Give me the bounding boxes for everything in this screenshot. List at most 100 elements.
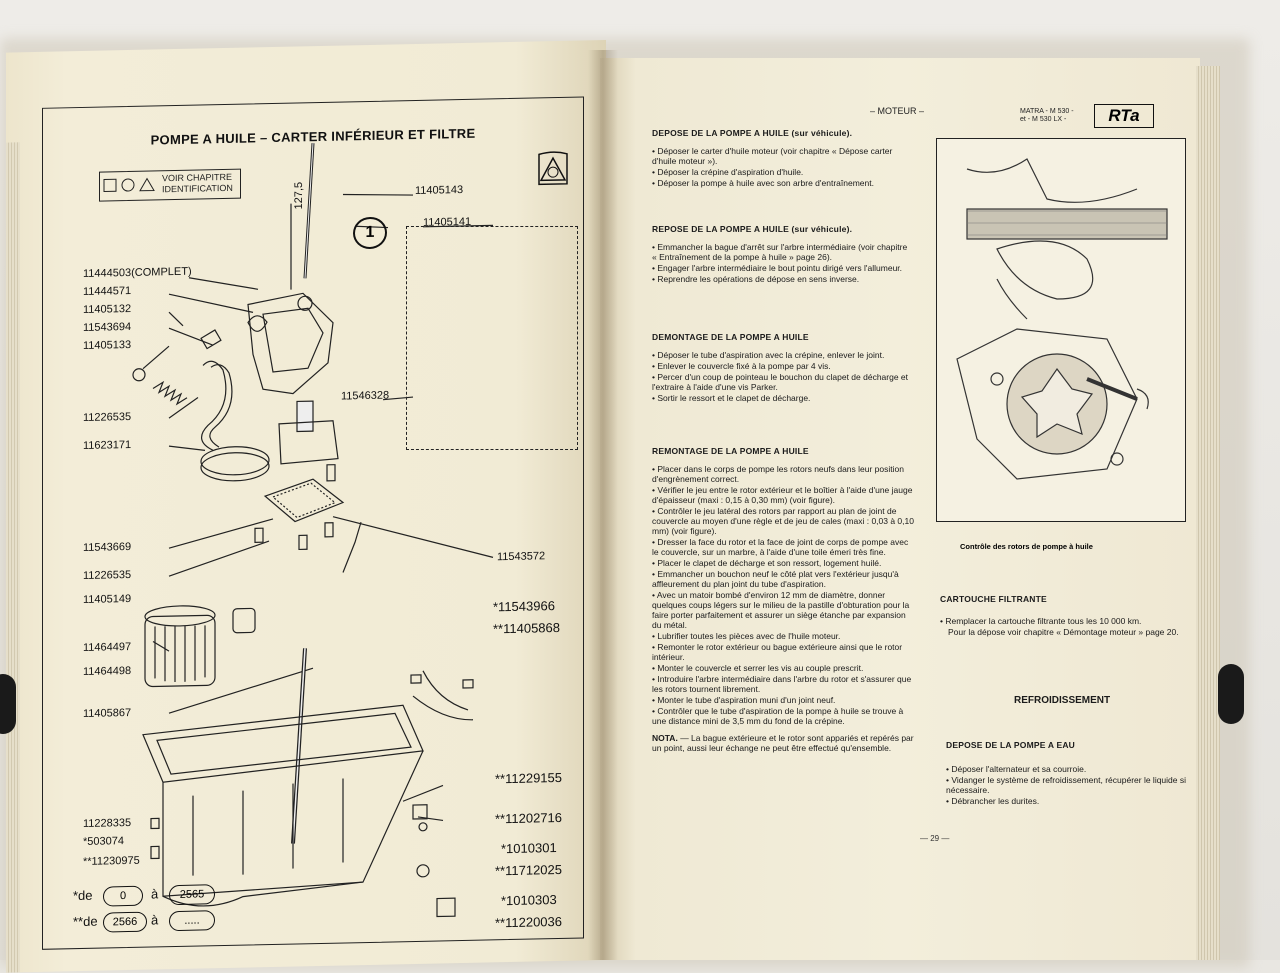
bullet-item: • Remonter le rotor extérieur ou bague e…: [652, 642, 903, 662]
section-remontage-pompe: REMONTAGE DE LA POMPE A HUILE • Placer d…: [652, 446, 914, 753]
serial-prefix-1: *de: [73, 887, 93, 904]
bullet-item: • Avec un matoir bombé d'environ 12 mm d…: [652, 590, 910, 630]
bullet-item: • Reprendre les opérations de dépose en …: [652, 274, 860, 284]
part-label: **11405868: [493, 619, 560, 637]
bullet-item: • Déposer la crépine d'aspiration d'huil…: [652, 167, 804, 177]
bullet-item: • Dresser la face du rotor et la face de…: [652, 537, 909, 557]
part-label: **11712025: [495, 861, 562, 879]
section-title: DEMONTAGE DE LA POMPE A HUILE: [652, 332, 809, 342]
bullet-item: • Déposer le carter d'huile moteur (voir…: [652, 146, 893, 166]
part-label: **11230975: [83, 854, 140, 868]
serial-to-word-1: à: [151, 886, 159, 902]
refroidissement-title: REFROIDISSEMENT: [1014, 695, 1111, 706]
bullet-item: • Déposer la pompe à huile avec son arbr…: [652, 178, 874, 188]
identification-symbols-icon: [103, 177, 155, 193]
part-label: 11405143: [415, 183, 464, 198]
serial-from-2: 2566: [103, 911, 147, 933]
nota-paragraph: NOTA. — La bague extérieure et le rotor …: [652, 733, 914, 753]
page-number: — 29 —: [920, 834, 950, 843]
bullet-item: • Monter le couvercle et serrer les vis …: [652, 663, 864, 673]
section-title: REPOSE DE LA POMPE A HUILE (sur véhicule…: [652, 224, 853, 234]
paragraph: Pour la dépose voir chapitre « Démontage…: [948, 627, 1179, 637]
section-depose-pompe: DEPOSE DE LA POMPE A HUILE (sur véhicule…: [652, 128, 910, 189]
bullet-item: • Emmancher un bouchon neuf le côté plat…: [652, 569, 899, 589]
bullet-item: • Déposer le tube d'aspiration avec la c…: [652, 350, 885, 360]
model-line-2: et - M 530 LX -: [1020, 116, 1067, 123]
part-label: 11543694: [83, 320, 132, 334]
photo-caption: Contrôle des rotors de pompe à huile: [960, 542, 1093, 551]
serial-to-1: 2565: [169, 884, 215, 906]
right-page-edge: [1196, 66, 1220, 960]
bullet-item: • Contrôler le jeu latéral des rotors pa…: [652, 506, 914, 536]
bullet-item: • Lubrifier toutes les pièces avec de l'…: [652, 631, 841, 641]
part-label: **11229155: [495, 769, 562, 787]
part-label: 11543572: [497, 550, 546, 564]
bullet-item: • Engager l'arbre intermédiaire le bout …: [652, 263, 903, 273]
serial-to-word-2: à: [151, 912, 159, 928]
variant-parts-box: [406, 226, 578, 450]
part-label: 11405132: [83, 302, 132, 316]
serial-prefix-2: **de: [73, 913, 98, 930]
part-label: 11228335: [83, 816, 132, 830]
pump-rotor-illustration: [956, 158, 1168, 480]
part-label: **11220036: [495, 913, 562, 931]
left-page: POMPE A HUILE – CARTER INFÉRIEUR ET FILT…: [6, 40, 606, 973]
part-label: 11226535: [83, 568, 132, 582]
book-gutter: [588, 50, 618, 960]
chapter-header: – MOTEUR –: [870, 106, 925, 116]
bullet-item: • Enlever le couvercle fixé à la pompe p…: [652, 361, 831, 371]
serial-from-1: 0: [103, 885, 143, 907]
bullet-item: • Vérifier le jeu entre le rotor extérie…: [652, 485, 913, 505]
triangle-logo-icon: [538, 151, 568, 186]
serial-to-2: .....: [169, 910, 215, 932]
part-label: *503074: [83, 835, 124, 848]
part-label: 11444503(COMPLET): [83, 265, 192, 280]
bullet-item: • Monter le tube d'aspiration muni d'un …: [652, 695, 836, 705]
section-title: DEPOSE DE LA POMPE A EAU: [946, 740, 1076, 750]
part-label: 11405133: [83, 338, 132, 352]
model-line-1: MATRA - M 530 -: [1020, 108, 1074, 115]
bullet-item: • Débrancher les durites.: [946, 796, 1040, 806]
bullet-item: • Introduire l'arbre intermédiaire dans …: [652, 674, 912, 694]
section-pompe-eau: DEPOSE DE LA POMPE A EAU • Déposer l'alt…: [946, 740, 1196, 807]
left-page-edge: [6, 142, 20, 973]
part-label: *1010303: [501, 892, 557, 909]
rotor-check-photo: [936, 138, 1186, 522]
model-header: MATRA - M 530 - et - M 530 LX -: [1020, 108, 1074, 124]
part-label: 11444571: [83, 284, 132, 298]
part-label: 11623171: [83, 438, 132, 452]
part-label: 11543669: [83, 540, 132, 554]
part-label: 11405867: [83, 706, 132, 720]
part-label: **11202716: [495, 809, 562, 827]
section-title: REMONTAGE DE LA POMPE A HUILE: [652, 446, 809, 456]
rta-logo: RTa: [1094, 104, 1154, 128]
part-label: 11464497: [83, 640, 132, 654]
identification-box: VOIR CHAPITRE IDENTIFICATION: [99, 168, 241, 202]
section-title: DEPOSE DE LA POMPE A HUILE (sur véhicule…: [652, 128, 853, 138]
dimension-label: 127,5: [293, 181, 305, 210]
binding-hole-right: [1218, 664, 1244, 724]
section-demontage-pompe: DEMONTAGE DE LA POMPE A HUILE • Déposer …: [652, 332, 910, 404]
binding-hole-left: [0, 674, 16, 734]
part-label: 11226535: [83, 410, 132, 424]
bullet-item: • Emmancher la bague d'arrêt sur l'arbre…: [652, 242, 908, 262]
section-cartouche: CARTOUCHE FILTRANTE • Remplacer la carto…: [940, 594, 1190, 638]
part-label: 11546328: [341, 389, 390, 403]
bullet-item: • Placer le clapet de décharge et son re…: [652, 558, 882, 568]
part-label: 11405149: [83, 592, 132, 606]
part-label: 11464498: [83, 664, 132, 678]
bullet-item: • Remplacer la cartouche filtrante tous …: [940, 616, 1142, 626]
part-label: *1010301: [501, 840, 557, 857]
bullet-item: • Placer dans le corps de pompe les roto…: [652, 464, 904, 484]
bullet-item: • Déposer l'alternateur et sa courroie.: [946, 764, 1087, 774]
exploded-parts-drawing: [132, 143, 494, 918]
section-title: CARTOUCHE FILTRANTE: [940, 594, 1047, 604]
parts-diagram-frame: POMPE A HUILE – CARTER INFÉRIEUR ET FILT…: [42, 96, 584, 950]
bullet-item: • Contrôler que le tube d'aspiration de …: [652, 706, 904, 726]
part-label: *11543966: [493, 598, 555, 615]
bullet-item: • Percer d'un coup de pointeau le boucho…: [652, 372, 909, 392]
bullet-item: • Vidanger le système de refroidissement…: [946, 775, 1186, 795]
section-repose-pompe: REPOSE DE LA POMPE A HUILE (sur véhicule…: [652, 224, 910, 285]
nota-label: NOTA.: [652, 733, 678, 743]
bullet-item: • Sortir le ressort et le clapet de déch…: [652, 393, 811, 403]
